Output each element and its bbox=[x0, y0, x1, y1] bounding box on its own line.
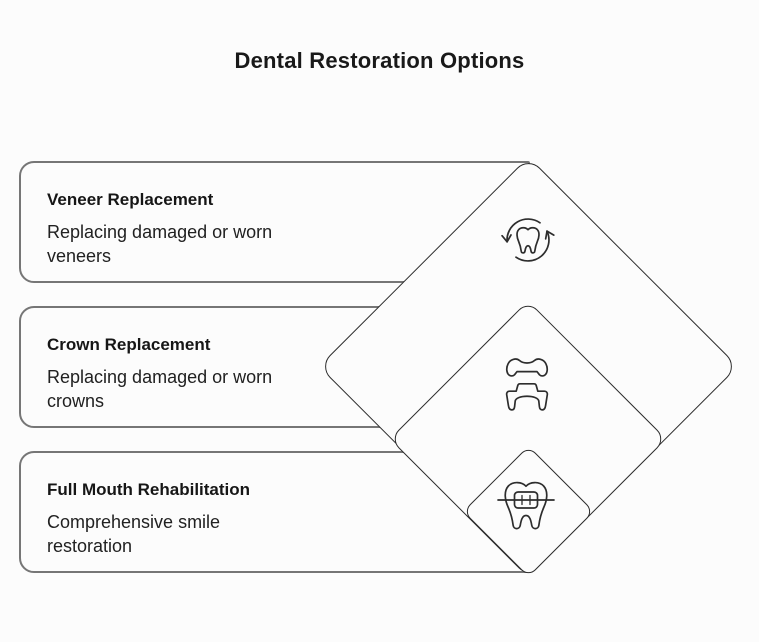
card-full-mouth-rehabilitation: Full Mouth Rehabilitation Comprehensive … bbox=[19, 451, 530, 573]
tooth-braces-icon bbox=[494, 472, 558, 545]
card-heading: Veneer Replacement bbox=[47, 190, 214, 209]
tooth-refresh-icon bbox=[500, 212, 556, 273]
page-title: Dental Restoration Options bbox=[234, 48, 525, 73]
card-heading: Crown Replacement bbox=[47, 335, 211, 354]
dental-crown-icon bbox=[503, 353, 551, 420]
card-veneer-replacement: Veneer Replacement Replacing damaged or … bbox=[19, 161, 530, 283]
card-description: Comprehensive smile restoration bbox=[47, 512, 221, 557]
card-heading: Full Mouth Rehabilitation bbox=[47, 480, 251, 499]
card-crown-replacement: Crown Replacement Replacing damaged or w… bbox=[19, 306, 530, 428]
card-description: Replacing damaged or worn veneers bbox=[47, 222, 273, 267]
card-description: Replacing damaged or worn crowns bbox=[47, 367, 273, 412]
